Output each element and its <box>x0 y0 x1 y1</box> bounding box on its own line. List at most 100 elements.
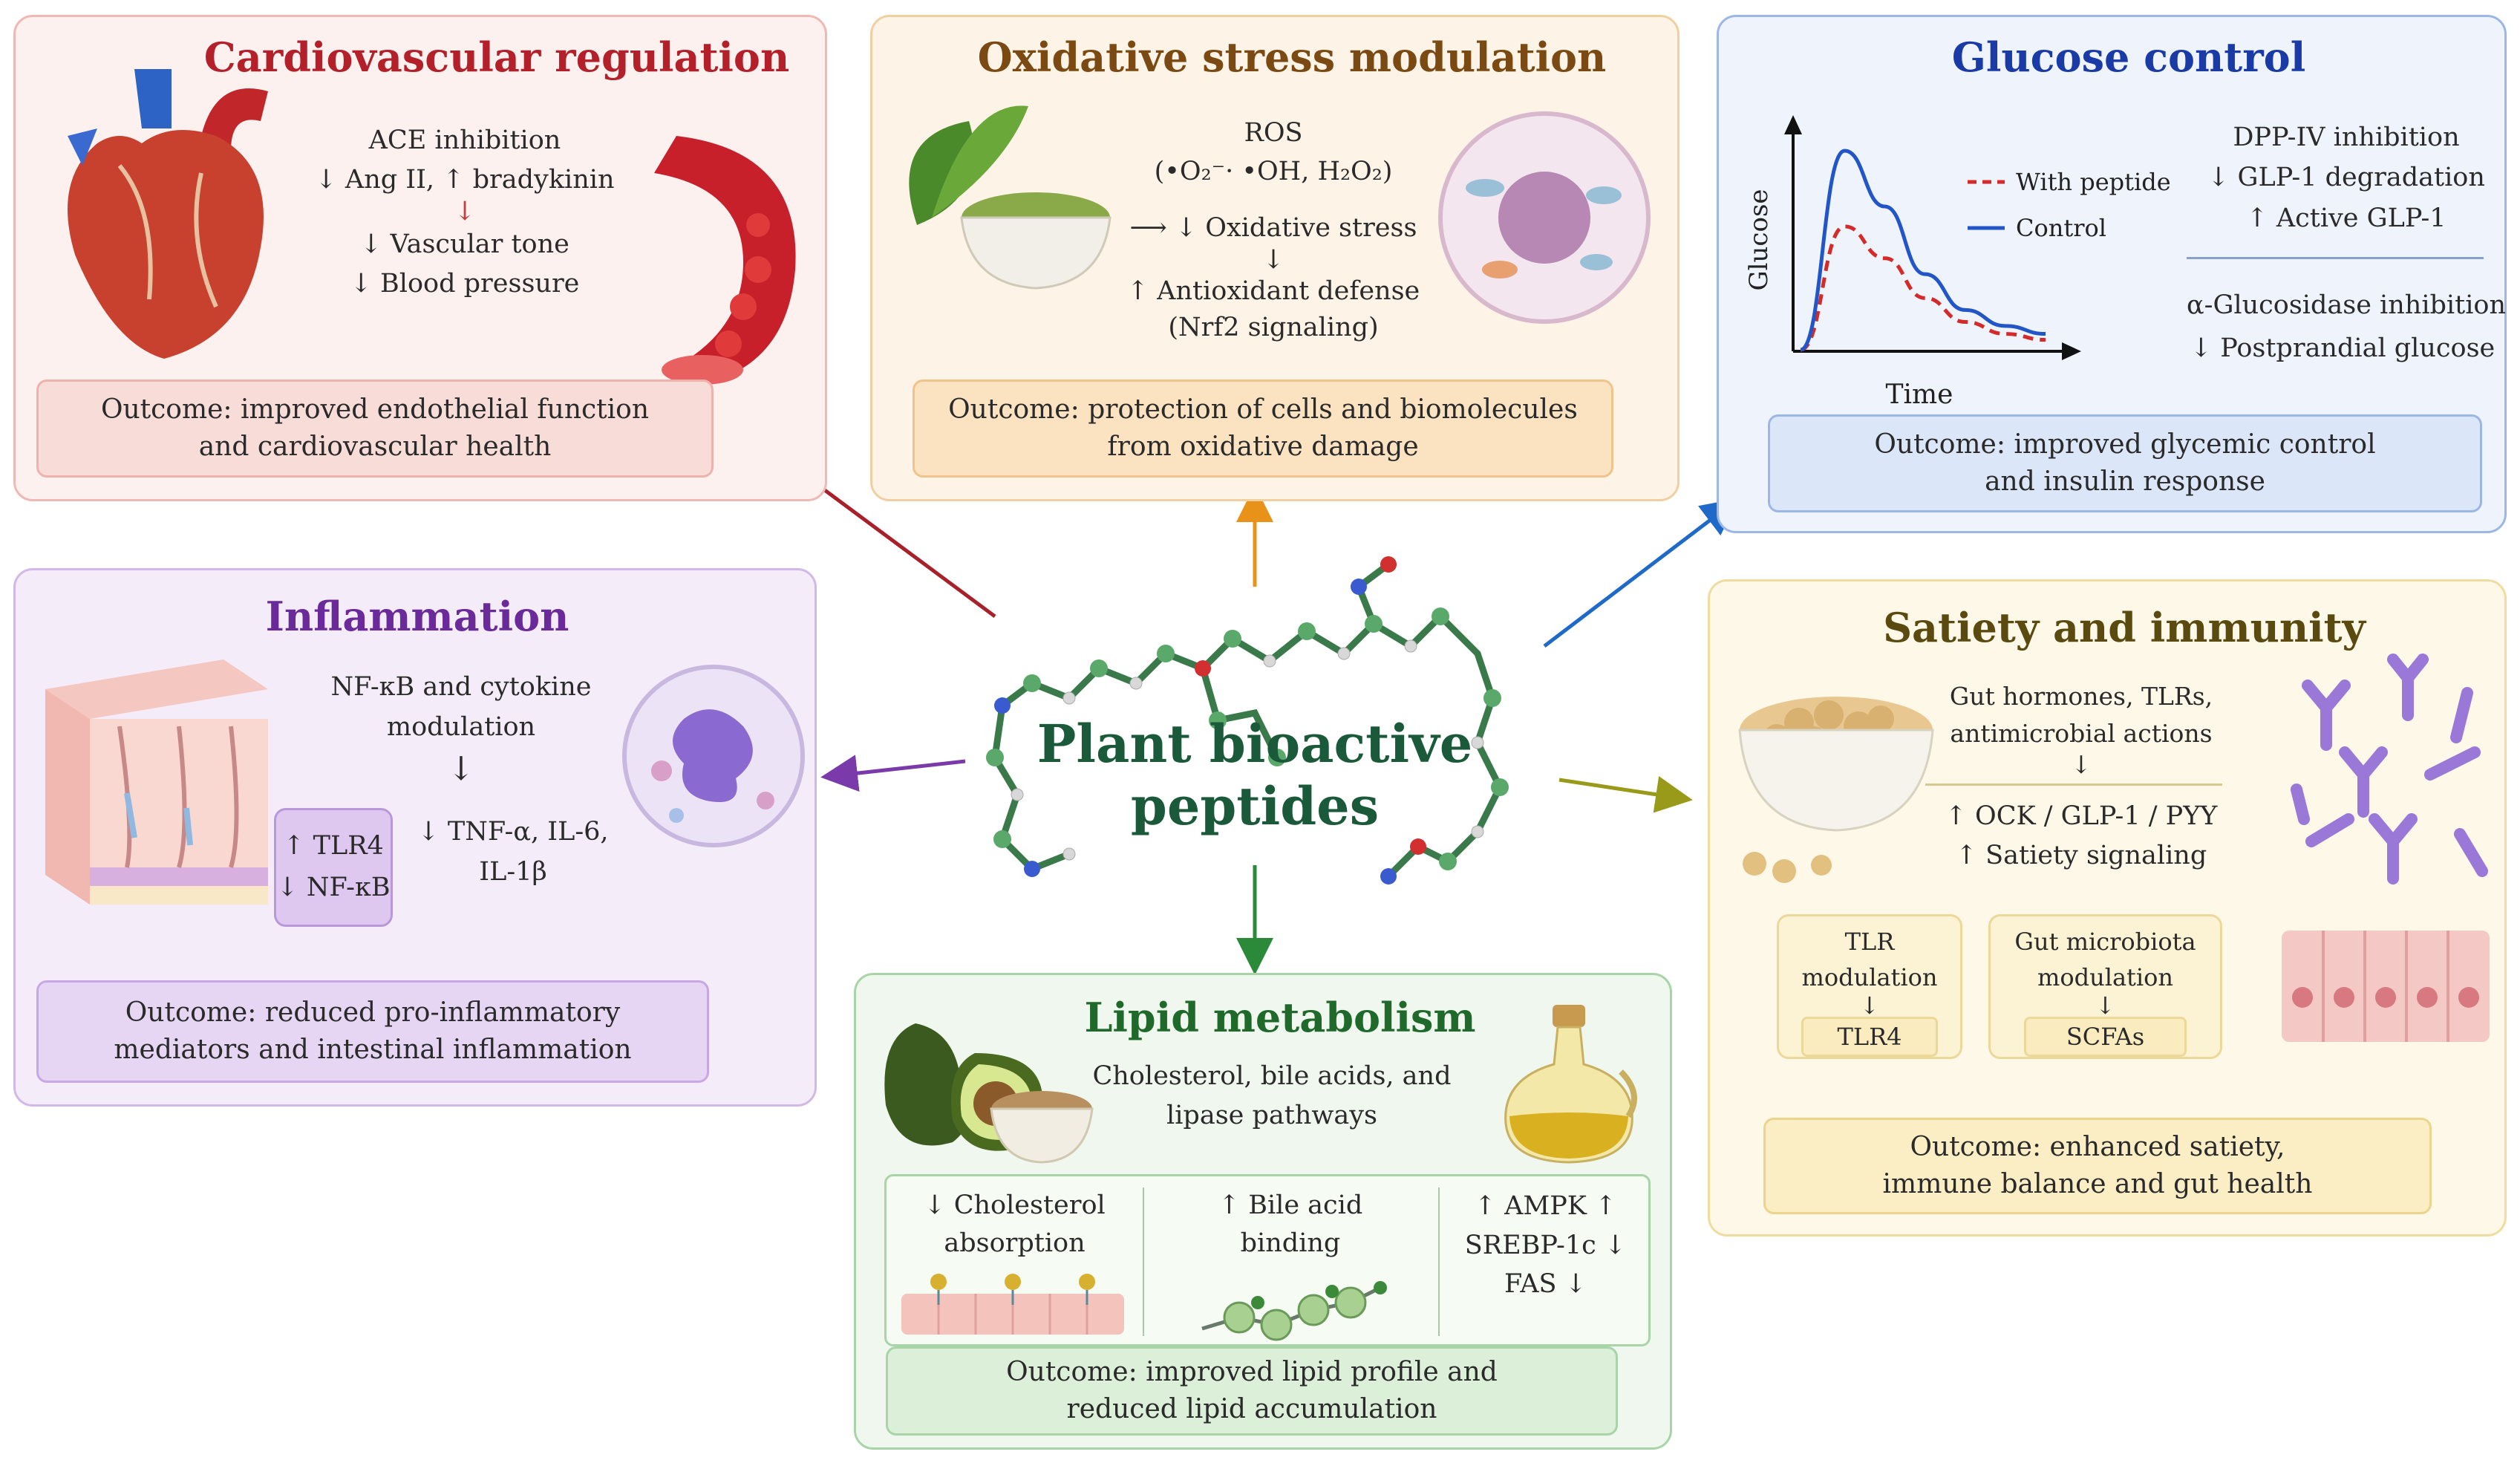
arrow-to-satiety <box>1558 776 1693 813</box>
satiety-line-2: antimicrobial actions <box>1950 718 2213 748</box>
glucose-line-1: DPP-IV inhibition <box>2233 123 2460 152</box>
cardio-text: ACE inhibition ↓ Ang II, ↑ bradykinin ↓ … <box>298 121 632 303</box>
lipid-panel: Lipid metabolism Cholesterol, bile acids… <box>854 973 1672 1450</box>
oxidative-ros: ROS <box>1244 118 1303 148</box>
center-title: Plant bioactive peptides <box>1032 713 1478 838</box>
glucose-x-arrowhead <box>2062 342 2081 360</box>
lipid-col3-line-2: SREBP-1c ↓ <box>1464 1230 1627 1260</box>
inflammation-line-2: modulation <box>386 712 536 743</box>
satiety-line-3: ↓ <box>2071 750 2092 779</box>
inflammation-line-3: ↓ <box>447 749 475 788</box>
center-title-line1: Plant bioactive <box>1037 713 1473 775</box>
oxidative-line-4: (Nrf2 signaling) <box>1168 313 1379 343</box>
oxidative-panel: Oxidative stress modulation ROS (•O₂⁻· •… <box>870 15 1680 501</box>
lipid-col3-line-1: ↑ AMPK ↑ <box>1474 1191 1617 1221</box>
glucose-ylabel: Glucose <box>1744 189 1774 290</box>
glucose-legend: With peptide Control <box>1968 168 2171 242</box>
satiety-text-b: ↑ OCK / GLP-1 / PYY ↑ Satiety signaling <box>1933 797 2230 875</box>
inflammation-panel: Inflammation NF-κB and cytokine modulati… <box>13 568 817 1107</box>
glucose-y-arrowhead <box>1784 115 1802 134</box>
lipid-col2-text: ↑ Bile acid binding <box>1143 1187 1438 1263</box>
lipid-col1-line-2: absorption <box>944 1228 1086 1258</box>
lipid-col1-line-1: ↓ Cholesterol <box>924 1190 1106 1220</box>
cardio-line-4: ↓ Vascular tone <box>360 229 569 259</box>
epithelium-icon <box>2282 931 2490 1042</box>
immune-cell-icon <box>622 665 805 847</box>
cardio-line-2: ↓ Ang II, ↑ bradykinin <box>315 164 615 195</box>
satiety-sub2-line-4: SCFAs <box>2024 1016 2187 1057</box>
lipid-outcome: Outcome: improved lipid profile and redu… <box>886 1346 1618 1436</box>
inflammation-box-text: ↑ TLR4 ↓ NF-κB <box>276 825 391 908</box>
glucose-text-b: α-Glucosidase inhibition ↓ Postprandial … <box>2187 284 2506 371</box>
oxidative-outcome-1: Outcome: protection of cells and biomole… <box>948 394 1578 425</box>
cardio-outcome-2: and cardiovascular health <box>198 431 552 462</box>
lipid-col3-line-3: FAS ↓ <box>1504 1269 1587 1299</box>
glucose-line-4: α-Glucosidase inhibition <box>2187 290 2506 320</box>
glucose-line-3: ↑ Active GLP-1 <box>2246 203 2446 233</box>
heart-icon <box>68 69 268 359</box>
inflammation-line-1: NF-κB and cytokine <box>330 672 592 702</box>
oxidative-text: ⟶ ↓ Oxidative stress ↓ ↑ Antioxidant def… <box>1117 210 1429 347</box>
satiety-line-5: ↑ Satiety signaling <box>1955 840 2207 870</box>
oxidative-title: Oxidative stress modulation <box>977 33 1607 81</box>
satiety-sub2-text: Gut microbiota modulation ↓ SCFAs <box>1991 924 2220 1057</box>
lipid-col3-text: ↑ AMPK ↑ SREBP-1c ↓ FAS ↓ <box>1438 1187 1653 1304</box>
lipid-outcome-2: reduced lipid accumulation <box>1066 1394 1437 1424</box>
lipid-line-1: Cholesterol, bile acids, and <box>1092 1061 1452 1091</box>
satiety-microbiota-box: Gut microbiota modulation ↓ SCFAs <box>1988 914 2222 1059</box>
legend-label-control: Control <box>2016 214 2106 242</box>
oxidative-line-3: ↑ Antioxidant defense <box>1126 276 1420 306</box>
satiety-tlr-box: TLR modulation ↓ TLR4 <box>1777 914 1962 1059</box>
oxidative-outcome: Outcome: protection of cells and biomole… <box>913 379 1613 478</box>
lipid-col-divider-1 <box>1143 1188 1144 1336</box>
lipid-text: Cholesterol, bile acids, and lipase path… <box>1079 1057 1465 1135</box>
glucose-outcome-2: and insulin response <box>1985 466 2265 497</box>
cardio-line-3: ↓ <box>454 197 476 227</box>
satiety-sub2-line-2: modulation <box>2037 963 2173 991</box>
oxidative-ros-species: (•O₂⁻· •OH, H₂O₂) <box>1154 157 1393 186</box>
inflammation-text-b: ↓ TNF-α, IL-6, IL-1β <box>394 812 632 893</box>
glucose-line-5: ↓ Postprandial glucose <box>2190 333 2495 363</box>
peptide-molecule-icon <box>986 556 1509 885</box>
glucose-line-2: ↓ GLP-1 degradation <box>2207 163 2485 193</box>
lipid-col2-line-2: binding <box>1240 1228 1341 1258</box>
blood-vessel-icon <box>654 136 796 385</box>
center-title-line2: peptides <box>1130 775 1380 837</box>
glucose-xlabel: Time <box>1886 379 1953 410</box>
inflammation-outcome-2: mediators and intestinal inflammation <box>114 1035 632 1065</box>
glucose-series-control <box>1799 149 2046 352</box>
oxidative-line-2: ↓ <box>1262 244 1285 275</box>
satiety-sub2-line-3: ↓ <box>2095 991 2115 1020</box>
inflammation-box-line-2: ↓ NF-κB <box>276 873 391 902</box>
satiety-outcome-1: Outcome: enhanced satiety, <box>1910 1131 2285 1162</box>
satiety-sub1-line-1: TLR <box>1844 928 1895 956</box>
lipid-col1-text: ↓ Cholesterol absorption <box>887 1187 1143 1263</box>
oxidative-line-1: ⟶ ↓ Oxidative stress <box>1129 213 1417 243</box>
satiety-outcome-2: immune balance and gut health <box>1882 1169 2313 1199</box>
satiety-sub2-line-1: Gut microbiota <box>2014 928 2196 956</box>
legend-label-peptide: With peptide <box>2016 168 2171 196</box>
arrow-to-glucose <box>1543 498 1739 648</box>
tea-leaf-icon <box>909 105 1028 225</box>
satiety-panel: Satiety and immunity Gut hormones, TLRs,… <box>1708 579 2507 1237</box>
glucose-outcome-1: Outcome: improved glycemic control <box>1874 429 2376 460</box>
powder-bowl-icon <box>960 192 1112 290</box>
cardio-outcome-1: Outcome: improved endothelial function <box>100 394 650 425</box>
satiety-divider <box>1925 784 2222 786</box>
lipid-mechanism-box: ↓ Cholesterol absorption ↑ Bile acid bin… <box>884 1174 1651 1346</box>
antibody-icon <box>2291 654 2488 885</box>
intestinal-cells-icon <box>901 1274 1124 1335</box>
lipid-col-divider-2 <box>1438 1188 1440 1336</box>
inflammation-line-5: IL-1β <box>479 857 547 887</box>
inflammation-title: Inflammation <box>265 593 569 640</box>
lipid-line-2: lipase pathways <box>1166 1100 1377 1130</box>
inflammation-tlr-box: ↑ TLR4 ↓ NF-κB <box>274 808 393 927</box>
seed-bowl-icon <box>990 1091 1094 1164</box>
inflammation-box-line-1: ↑ TLR4 <box>283 831 384 861</box>
satiety-line-4: ↑ OCK / GLP-1 / PYY <box>1945 801 2218 831</box>
soybean-bowl-icon <box>1738 697 1934 883</box>
satiety-title: Satiety and immunity <box>1883 604 2366 651</box>
glucose-divider <box>2187 257 2484 259</box>
lipid-outcome-1: Outcome: improved lipid profile and <box>1006 1356 1498 1387</box>
glucose-chart: Glucose Time <box>1744 115 2081 410</box>
